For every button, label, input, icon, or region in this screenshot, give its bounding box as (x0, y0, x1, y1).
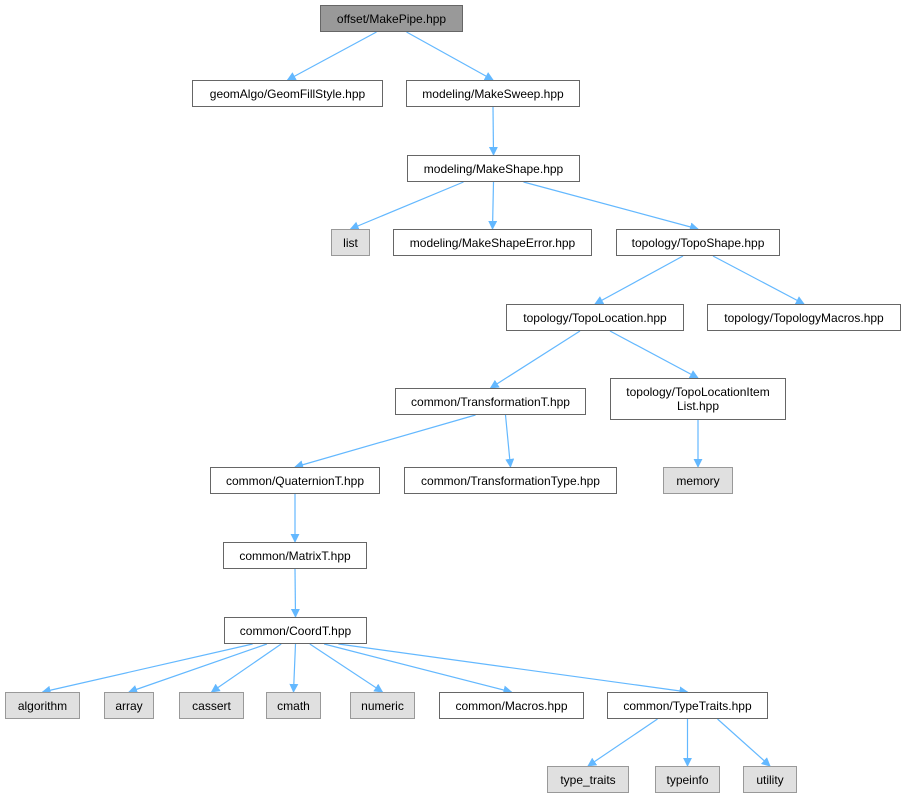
node-label: cassert (192, 698, 231, 713)
edge-makesweep-to-makeshape (488, 106, 498, 156)
node-label: utility (756, 772, 784, 787)
edge-toposhape-to-topomacros (712, 255, 805, 305)
node-makeshape[interactable]: modeling/MakeShape.hpp (407, 155, 580, 182)
node-label: type_traits (560, 772, 616, 787)
edge-coordt-to-numeric (309, 643, 384, 693)
node-label: topology/TopologyMacros.hpp (724, 310, 884, 325)
edge-toposhape-to-topolocation (594, 255, 684, 305)
node-matrixt[interactable]: common/MatrixT.hpp (223, 542, 367, 569)
edge-makeshape-to-toposhape (523, 181, 699, 232)
node-makeshapeerror[interactable]: modeling/MakeShapeError.hpp (393, 229, 592, 256)
node-topolocation[interactable]: topology/TopoLocation.hpp (506, 304, 684, 331)
node-label: modeling/MakeSweep.hpp (422, 86, 564, 101)
edge-coordt-to-typetraits (338, 643, 689, 696)
node-toposhape[interactable]: topology/TopoShape.hpp (616, 229, 780, 256)
node-label: list (343, 235, 358, 250)
node-typetraits[interactable]: common/TypeTraits.hpp (607, 692, 768, 719)
node-label: algorithm (17, 698, 68, 713)
edge-coordt-to-macros (323, 643, 513, 695)
node-label: common/Macros.hpp (455, 698, 568, 713)
node-typeinfo[interactable]: typeinfo (655, 766, 720, 793)
edge-coordt-to-cmath (289, 643, 299, 693)
node-transformationtype[interactable]: common/TransformationType.hpp (404, 467, 617, 494)
node-label: modeling/MakeShape.hpp (423, 161, 564, 176)
node-cmath[interactable]: cmath (266, 692, 321, 719)
edge-coordt-to-array (128, 643, 268, 694)
node-numeric[interactable]: numeric (350, 692, 415, 719)
node-list[interactable]: list (331, 229, 370, 256)
node-label: offset/MakePipe.hpp (336, 11, 447, 26)
node-label: common/MatrixT.hpp (239, 548, 351, 563)
node-label: array (115, 698, 143, 713)
node-memory[interactable]: memory (663, 467, 733, 494)
edge-coordt-to-cassert (210, 643, 282, 693)
edge-matrixt-to-coordt (290, 568, 300, 618)
node-label: numeric (361, 698, 404, 713)
node-label: common/TypeTraits.hpp (623, 698, 752, 713)
node-label: common/TransformationType.hpp (421, 473, 600, 488)
node-geomfill[interactable]: geomAlgo/GeomFillStyle.hpp (192, 80, 383, 107)
node-label: common/QuaternionT.hpp (225, 473, 365, 488)
node-label: typeinfo (666, 772, 709, 787)
node-label: geomAlgo/GeomFillStyle.hpp (209, 86, 366, 101)
node-quaterniont[interactable]: common/QuaternionT.hpp (210, 467, 380, 494)
edge-makepipe-to-makesweep (406, 31, 494, 81)
node-coordt[interactable]: common/CoordT.hpp (224, 617, 367, 644)
node-array[interactable]: array (104, 692, 154, 719)
edge-makepipe-to-geomfill (286, 31, 377, 81)
edge-topolocation-to-transformationt (489, 330, 581, 389)
edge-makeshape-to-makeshapeerror (488, 181, 498, 230)
node-topomacros[interactable]: topology/TopologyMacros.hpp (707, 304, 901, 331)
node-label: topology/TopoLocationItem List.hpp (626, 385, 770, 413)
node-algorithm[interactable]: algorithm (5, 692, 80, 719)
edge-coordt-to-algorithm (41, 643, 253, 695)
node-cassert[interactable]: cassert (179, 692, 244, 719)
node-label: common/CoordT.hpp (239, 623, 352, 638)
node-label: topology/TopoShape.hpp (631, 235, 765, 250)
node-macros[interactable]: common/Macros.hpp (439, 692, 584, 719)
node-transformationt[interactable]: common/TransformationT.hpp (395, 388, 586, 415)
node-type_traits[interactable]: type_traits (547, 766, 629, 793)
edge-typetraits-to-utility (717, 718, 771, 767)
node-label: modeling/MakeShapeError.hpp (409, 235, 576, 250)
node-label: memory (676, 473, 720, 488)
node-utility[interactable]: utility (743, 766, 797, 793)
node-label: common/TransformationT.hpp (411, 394, 570, 409)
node-makepipe: offset/MakePipe.hpp (320, 5, 463, 32)
node-label: cmath (277, 698, 310, 713)
node-topolocitem[interactable]: topology/TopoLocationItem List.hpp (610, 378, 786, 420)
edge-typetraits-to-type_traits (587, 718, 658, 767)
edge-makeshape-to-list (349, 181, 464, 231)
edge-topolocation-to-topolocitem (609, 330, 699, 379)
edge-transformationt-to-transformationtype (504, 414, 515, 468)
node-label: topology/TopoLocation.hpp (523, 310, 667, 325)
node-makesweep[interactable]: modeling/MakeSweep.hpp (406, 80, 580, 107)
edge-transformationt-to-quaterniont (294, 414, 476, 470)
